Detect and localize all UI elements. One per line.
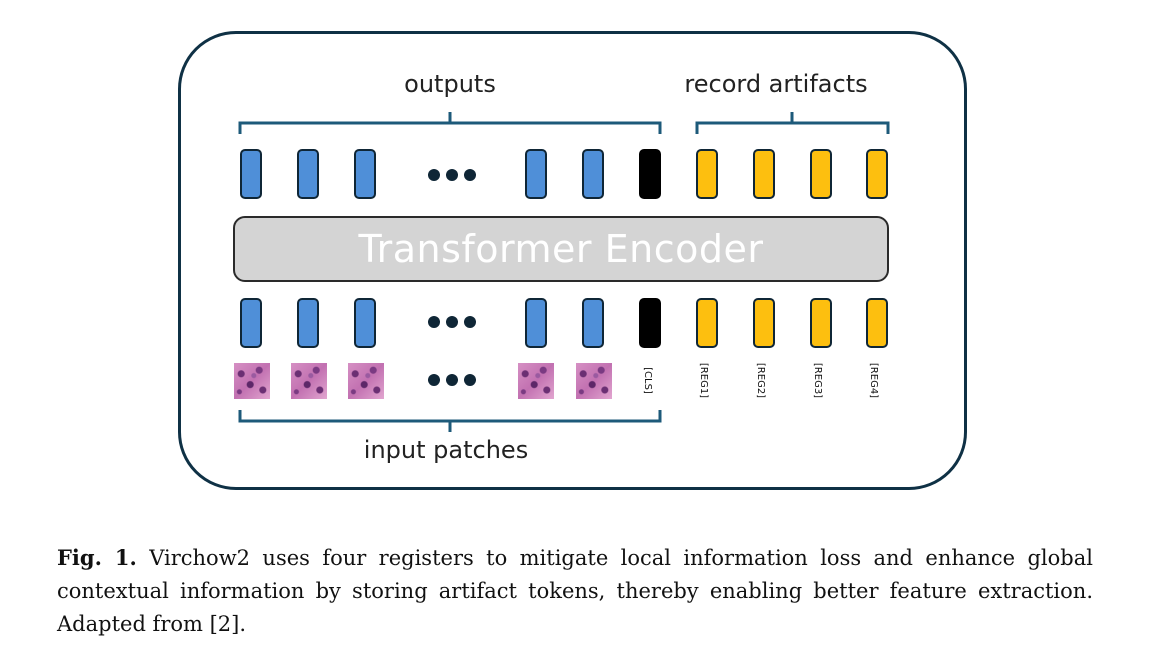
input-register-token (696, 298, 718, 348)
cls-token-label: [CLS] (641, 367, 653, 394)
output-register-token (696, 149, 718, 199)
input-cls-token (639, 298, 661, 348)
output-patch-token (582, 149, 604, 199)
ellipsis-dots (428, 374, 476, 386)
tissue-patch-image (234, 363, 270, 399)
tissue-patch-image (518, 363, 554, 399)
output-patch-token (240, 149, 262, 199)
input-patch-token (525, 298, 547, 348)
input-patch-token (297, 298, 319, 348)
reg2-token-label: [REG2] (755, 362, 767, 399)
record-artifacts-label: record artifacts (684, 70, 868, 98)
input-patches-bracket (238, 410, 662, 432)
output-cls-token (639, 149, 661, 199)
diagram-frame (178, 31, 967, 490)
outputs-bracket (238, 112, 662, 134)
input-patch-token (582, 298, 604, 348)
reg4-token-label: [REG4] (868, 362, 880, 399)
output-register-token (753, 149, 775, 199)
record-artifacts-bracket (695, 112, 890, 134)
input-register-token (866, 298, 888, 348)
output-patch-token (354, 149, 376, 199)
caption-text: Virchow2 uses four registers to mitigate… (57, 546, 1093, 636)
input-register-token (753, 298, 775, 348)
tissue-patch-image (348, 363, 384, 399)
output-register-token (866, 149, 888, 199)
output-patch-token (525, 149, 547, 199)
transformer-encoder-block: Transformer Encoder (233, 216, 889, 282)
figure-number: Fig. 1. (57, 545, 137, 570)
tissue-patch-image (576, 363, 612, 399)
reg3-token-label: [REG3] (812, 362, 824, 399)
input-patch-token (240, 298, 262, 348)
outputs-label: outputs (404, 70, 496, 98)
figure-caption: Fig. 1. Virchow2 uses four registers to … (57, 541, 1093, 641)
ellipsis-dots (428, 316, 476, 328)
input-patch-token (354, 298, 376, 348)
encoder-label: Transformer Encoder (358, 227, 764, 271)
ellipsis-dots (428, 169, 476, 181)
output-register-token (810, 149, 832, 199)
input-register-token (810, 298, 832, 348)
reg1-token-label: [REG1] (698, 362, 710, 399)
output-patch-token (297, 149, 319, 199)
tissue-patch-image (291, 363, 327, 399)
input-patches-label: input patches (363, 436, 529, 464)
